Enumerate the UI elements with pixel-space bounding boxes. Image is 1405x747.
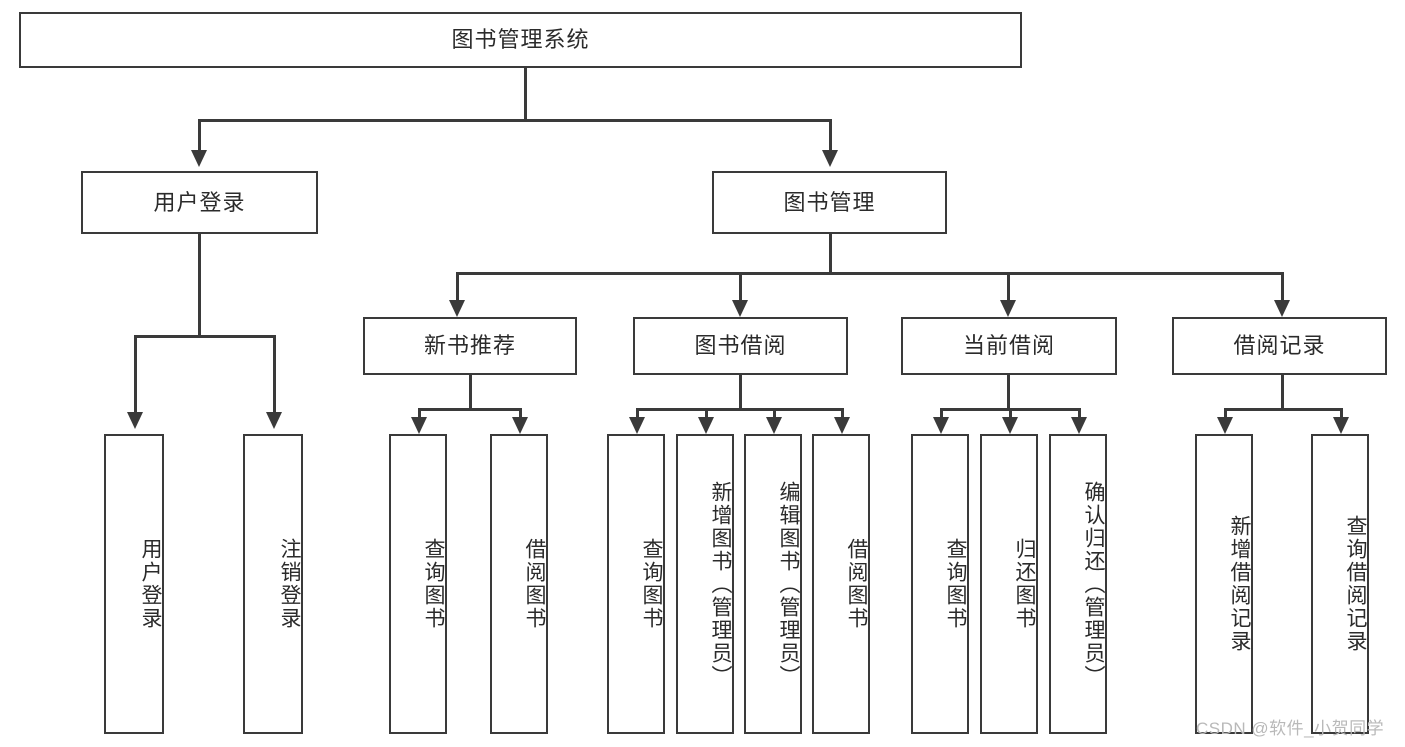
leaf-label: 用户登录	[139, 538, 162, 630]
leaf-label: 新增图书（管理员）	[709, 480, 732, 688]
arrowhead-to-new-book-recommend	[449, 300, 465, 317]
node-new-book-recommend-label: 新书推荐	[423, 333, 516, 358]
connector-current-borrow-drop-1	[940, 408, 943, 420]
arrowhead-book-borrow-leaf-2	[698, 417, 714, 434]
arrowhead-new-book-leaf-1	[411, 417, 427, 434]
arrowhead-to-borrow-record	[1274, 300, 1290, 317]
leaf-label: 查询图书	[944, 538, 967, 630]
connector-book-borrow-drop-2	[705, 408, 708, 420]
connector-book-manage-drop-1	[456, 272, 459, 302]
node-book-borrow[interactable]: 图书借阅	[633, 317, 848, 375]
leaf-current-borrow-3[interactable]: 确认归还（管理员）	[1049, 434, 1107, 734]
connector-current-borrow-drop-3	[1078, 408, 1081, 420]
leaf-label: 编辑图书（管理员）	[777, 480, 800, 688]
connector-borrow-record-drop-2	[1340, 408, 1343, 420]
node-root[interactable]: 图书管理系统	[19, 12, 1022, 68]
connector-borrow-record-bar	[1224, 408, 1342, 411]
arrowhead-new-book-leaf-2	[512, 417, 528, 434]
connector-user-login-drop-2	[273, 335, 276, 415]
node-new-book-recommend[interactable]: 新书推荐	[363, 317, 577, 375]
node-current-borrow-label: 当前借阅	[962, 333, 1055, 358]
arrowhead-book-borrow-leaf-4	[834, 417, 850, 434]
connector-user-login-bar	[134, 335, 275, 338]
connector-book-manage-drop-4	[1281, 272, 1284, 302]
arrowhead-book-borrow-leaf-3	[766, 417, 782, 434]
leaf-label: 查询图书	[422, 538, 445, 630]
connector-new-book-drop-1	[418, 408, 421, 420]
leaf-label: 查询借阅记录	[1344, 515, 1367, 653]
node-current-borrow[interactable]: 当前借阅	[901, 317, 1117, 375]
leaf-label: 新增借阅记录	[1228, 515, 1251, 653]
leaf-book-borrow-3[interactable]: 编辑图书（管理员）	[744, 434, 802, 734]
leaf-new-book-1[interactable]: 查询图书	[389, 434, 447, 734]
connector-new-book-bar	[418, 408, 521, 411]
leaf-book-borrow-1[interactable]: 查询图书	[607, 434, 665, 734]
node-user-login[interactable]: 用户登录	[81, 171, 318, 234]
arrowhead-user-login-leaf-2	[266, 412, 282, 429]
leaf-borrow-record-2[interactable]: 查询借阅记录	[1311, 434, 1369, 734]
leaf-current-borrow-1[interactable]: 查询图书	[911, 434, 969, 734]
node-book-borrow-label: 图书借阅	[694, 333, 787, 358]
arrowhead-to-current-borrow	[1000, 300, 1016, 317]
arrowhead-book-borrow-leaf-1	[629, 417, 645, 434]
connector-root-bar	[198, 119, 831, 122]
connector-borrow-record-trunk	[1281, 375, 1284, 410]
connector-book-borrow-drop-3	[773, 408, 776, 420]
leaf-borrow-record-1[interactable]: 新增借阅记录	[1195, 434, 1253, 734]
leaf-label: 归还图书	[1013, 538, 1036, 630]
connector-new-book-trunk	[469, 375, 472, 410]
leaf-current-borrow-2[interactable]: 归还图书	[980, 434, 1038, 734]
arrowhead-borrow-record-leaf-1	[1217, 417, 1233, 434]
node-borrow-record[interactable]: 借阅记录	[1172, 317, 1387, 375]
connector-book-manage-bar	[456, 272, 1284, 275]
node-root-label: 图书管理系统	[451, 27, 590, 52]
leaf-label: 查询图书	[640, 538, 663, 630]
connector-new-book-drop-2	[519, 408, 522, 420]
arrowhead-user-login-leaf-1	[127, 412, 143, 429]
connector-user-login-trunk	[198, 234, 201, 337]
leaf-label: 确认归还（管理员）	[1082, 480, 1105, 688]
node-book-manage-label: 图书管理	[783, 189, 876, 215]
arrowhead-to-book-borrow	[732, 300, 748, 317]
connector-book-borrow-drop-1	[636, 408, 639, 420]
connector-book-borrow-bar	[636, 408, 843, 411]
connector-book-borrow-trunk	[739, 375, 742, 410]
connector-root-drop-left	[198, 119, 201, 151]
node-book-manage[interactable]: 图书管理	[712, 171, 947, 234]
leaf-label: 借阅图书	[845, 538, 868, 630]
connector-current-borrow-trunk	[1007, 375, 1010, 410]
node-borrow-record-label: 借阅记录	[1233, 333, 1326, 358]
connector-root-drop-right	[829, 119, 832, 151]
leaf-label: 注销登录	[278, 538, 301, 630]
arrowhead-borrow-record-leaf-2	[1333, 417, 1349, 434]
connector-user-login-drop-1	[134, 335, 137, 415]
arrowhead-current-borrow-leaf-1	[933, 417, 949, 434]
arrowhead-current-borrow-leaf-2	[1002, 417, 1018, 434]
arrowhead-root-to-book-manage	[822, 150, 838, 167]
connector-book-manage-drop-2	[739, 272, 742, 302]
arrowhead-current-borrow-leaf-3	[1071, 417, 1087, 434]
leaf-new-book-2[interactable]: 借阅图书	[490, 434, 548, 734]
leaf-user-login-2[interactable]: 注销登录	[243, 434, 303, 734]
leaf-label: 借阅图书	[523, 538, 546, 630]
leaf-book-borrow-4[interactable]: 借阅图书	[812, 434, 870, 734]
node-user-login-label: 用户登录	[153, 189, 246, 215]
connector-borrow-record-drop-1	[1224, 408, 1227, 420]
leaf-book-borrow-2[interactable]: 新增图书（管理员）	[676, 434, 734, 734]
connector-book-borrow-drop-4	[841, 408, 844, 420]
connector-current-borrow-drop-2	[1009, 408, 1012, 420]
connector-book-manage-drop-3	[1007, 272, 1010, 302]
connector-book-manage-trunk	[829, 234, 832, 274]
arrowhead-root-to-user-login	[191, 150, 207, 167]
connector-root-trunk	[524, 68, 527, 120]
leaf-user-login-1[interactable]: 用户登录	[104, 434, 164, 734]
